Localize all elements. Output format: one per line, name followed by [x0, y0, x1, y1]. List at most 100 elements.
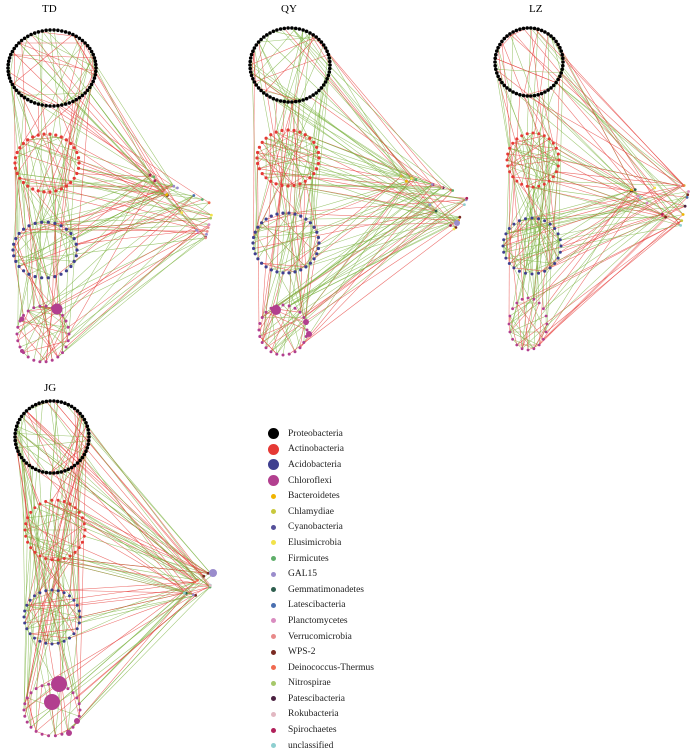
network-node: [183, 592, 186, 595]
network-edge: [271, 198, 467, 351]
network-hub-node: [209, 569, 217, 577]
network-node: [520, 183, 523, 186]
network-node: [33, 551, 36, 554]
network-node: [512, 266, 515, 269]
network-edge: [328, 75, 411, 178]
network-node: [253, 46, 257, 50]
network-node: [327, 53, 331, 57]
network-node: [272, 97, 276, 101]
network-node: [94, 66, 98, 70]
legend-swatch-icon: [271, 572, 276, 577]
network-node: [515, 29, 519, 33]
network-node: [94, 73, 98, 77]
network-node: [313, 257, 316, 260]
network-node: [538, 302, 541, 305]
network-node: [677, 185, 680, 188]
legend-swatch-icon: [271, 728, 276, 733]
network-node: [275, 131, 278, 134]
network-hub-node: [271, 305, 281, 315]
network-node: [493, 57, 497, 61]
network-edge: [264, 93, 458, 223]
network-node: [496, 75, 500, 79]
network-node: [25, 409, 29, 413]
network-node: [279, 99, 283, 103]
network-node: [41, 684, 44, 687]
network-node: [304, 180, 307, 183]
network-node: [72, 632, 75, 635]
network-node: [75, 696, 78, 699]
network-node: [83, 522, 86, 525]
network-node: [270, 350, 273, 353]
network-node: [322, 43, 326, 47]
network-node: [268, 95, 272, 99]
network-node: [282, 304, 285, 307]
network-node: [41, 733, 44, 736]
network-edge: [16, 261, 55, 276]
network-node: [75, 254, 78, 257]
network-hub-node: [454, 220, 460, 226]
network-node: [81, 415, 85, 419]
network-edge: [262, 223, 306, 267]
network-node: [252, 247, 255, 250]
network-node: [44, 642, 47, 645]
network-node: [639, 197, 642, 200]
network-edge: [313, 35, 442, 188]
network-node: [57, 499, 60, 502]
network-edge: [539, 197, 687, 345]
legend-swatch-icon: [271, 603, 276, 608]
network-node: [176, 187, 179, 190]
network-node: [29, 599, 32, 602]
network-edge: [549, 139, 635, 190]
network-node: [27, 356, 30, 359]
network-node: [269, 180, 272, 183]
network-node: [299, 346, 302, 349]
network-node: [559, 49, 563, 53]
network-edge: [35, 508, 204, 577]
network-node: [81, 456, 85, 460]
network-node: [20, 456, 24, 460]
network-node: [646, 202, 649, 205]
network-node: [63, 591, 66, 594]
network-node: [83, 41, 87, 45]
network-node: [12, 254, 15, 257]
legend-label: Chlamydiae: [288, 507, 334, 517]
network-node: [298, 131, 301, 134]
network-node: [290, 26, 294, 30]
network-node: [288, 304, 291, 307]
legend-label: WPS-2: [288, 647, 315, 657]
network-node: [281, 212, 284, 215]
network-edge: [556, 41, 666, 217]
network-node: [679, 224, 682, 227]
network-node: [16, 333, 19, 336]
network-node: [45, 471, 49, 475]
network-node: [498, 43, 502, 47]
network-node: [78, 37, 82, 41]
network-node: [555, 170, 558, 173]
network-edge: [18, 423, 46, 591]
network-edge: [40, 238, 206, 362]
network-node: [287, 271, 290, 274]
legend-label: Latescibacteria: [288, 600, 346, 610]
network-edge: [254, 48, 303, 318]
network-node: [265, 218, 268, 221]
network-node: [59, 273, 62, 276]
network-node: [194, 594, 197, 597]
network-node: [93, 76, 97, 80]
network-node: [405, 180, 408, 183]
network-node: [556, 78, 560, 82]
network-edge: [277, 187, 442, 306]
network-edge: [58, 230, 197, 357]
network-node: [22, 181, 25, 184]
network-node: [556, 43, 560, 47]
network-node: [248, 60, 252, 64]
network-node: [54, 134, 57, 137]
network-edge: [556, 83, 684, 186]
network-node: [511, 30, 515, 34]
network-node: [265, 137, 268, 140]
network-node: [686, 196, 689, 199]
network-node: [74, 35, 78, 39]
network-node: [269, 133, 272, 136]
network-node: [22, 459, 26, 463]
network-node: [47, 683, 50, 686]
network-node: [16, 449, 20, 453]
